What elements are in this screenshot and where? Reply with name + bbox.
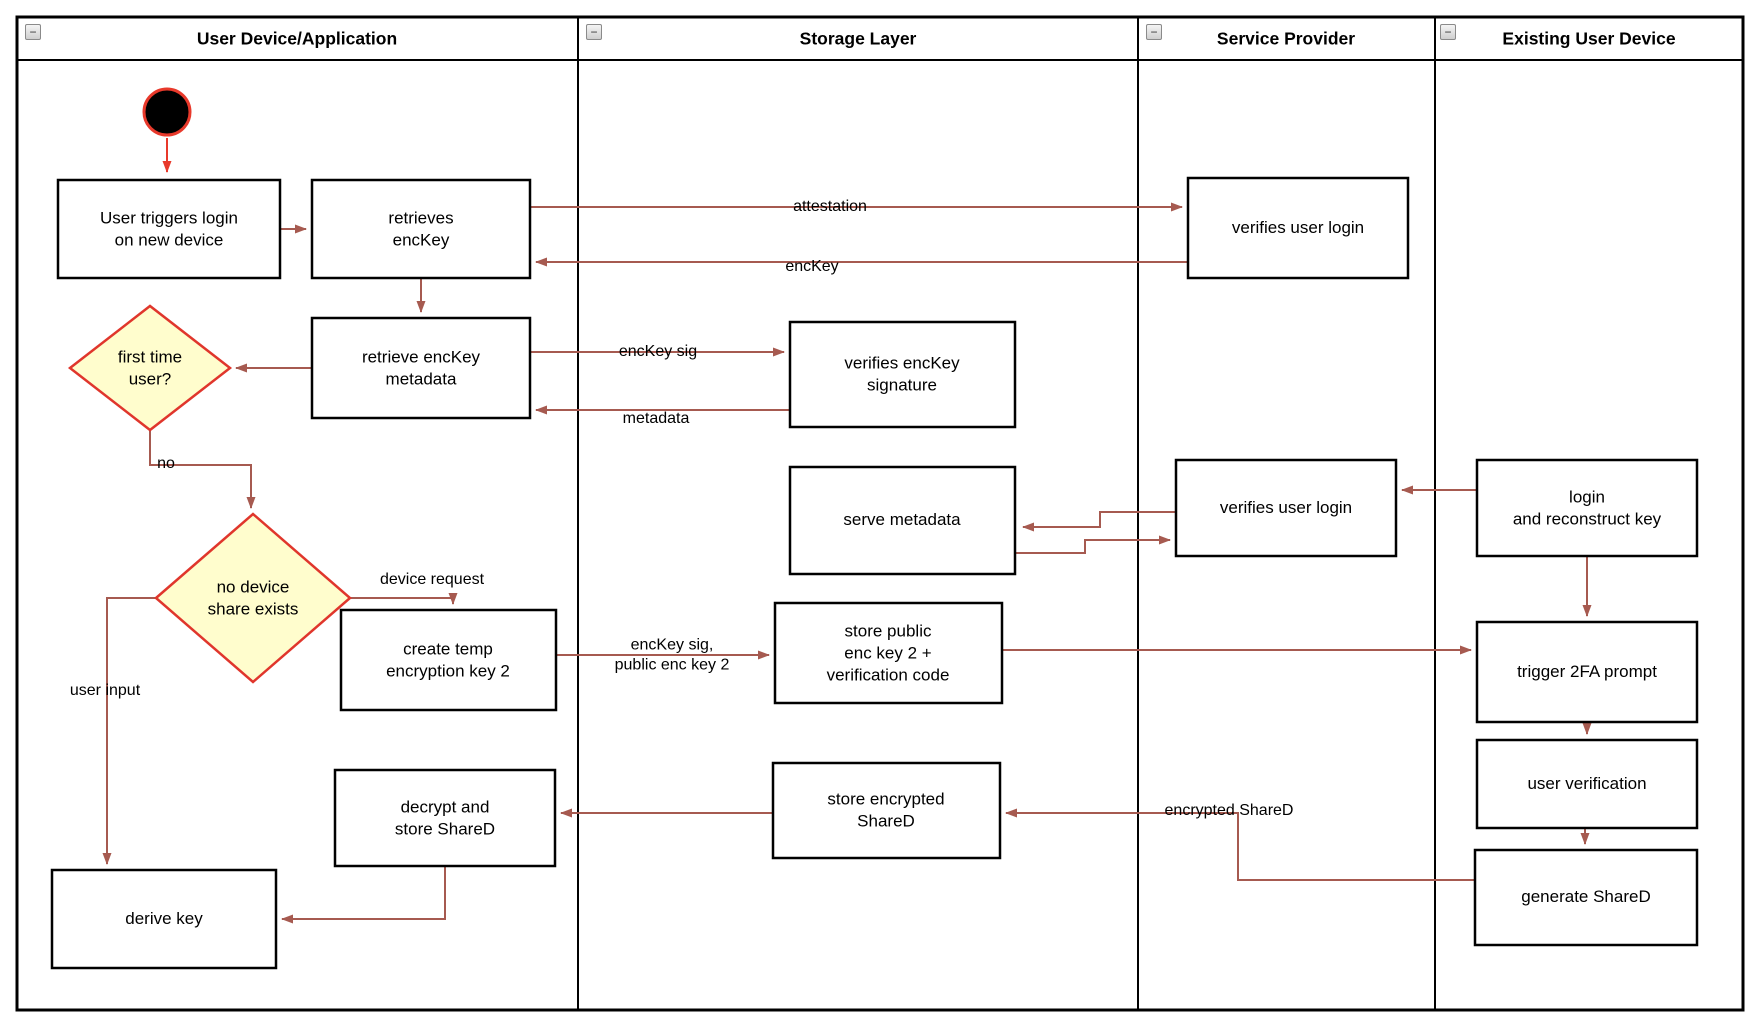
node-user-verification[interactable] [1475, 738, 1699, 830]
decision-no-device-share[interactable] [154, 512, 352, 684]
collapse-icon-storage-layer[interactable]: − [586, 24, 602, 40]
node-login-reconstruct-key[interactable] [1475, 458, 1699, 558]
start-node[interactable] [142, 87, 192, 137]
decision-first-time-user[interactable] [67, 304, 233, 432]
pool-border [15, 15, 1745, 1012]
lane-title-storage-layer: Storage Layer [799, 28, 917, 49]
node-trigger-2fa-prompt[interactable] [1475, 620, 1699, 724]
edge-user-input[interactable] [102, 597, 156, 865]
node-verifies-user-login-2[interactable] [1174, 458, 1398, 558]
edge-serve-to-verifies[interactable] [1015, 535, 1171, 554]
lane-title-user-device: User Device/Application [196, 28, 398, 49]
node-retrieves-enckey[interactable] [310, 178, 532, 280]
node-store-encrypted-shared[interactable] [771, 761, 1002, 860]
edge-verifies-to-serve[interactable] [1022, 511, 1176, 532]
node-serve-metadata[interactable] [788, 465, 1017, 576]
edge-device-request[interactable] [350, 593, 458, 605]
node-verifies-enckey-signature[interactable] [788, 320, 1017, 429]
node-user-triggers-login[interactable] [56, 178, 282, 280]
edge-encrypted-shared[interactable] [1005, 808, 1475, 881]
collapse-icon-user-device[interactable]: − [25, 24, 41, 40]
node-store-public-key[interactable] [773, 601, 1004, 705]
node-decrypt-store-shared[interactable] [333, 768, 557, 868]
lane-title-existing-device: Existing User Device [1502, 28, 1676, 49]
collapse-icon-service-provider[interactable]: − [1146, 24, 1162, 40]
edge-no-branch[interactable] [149, 430, 256, 509]
node-retrieve-enckey-metadata[interactable] [310, 316, 532, 420]
node-verifies-user-login-1[interactable] [1186, 176, 1410, 280]
node-generate-shared[interactable] [1473, 848, 1699, 947]
node-create-temp-key[interactable] [339, 608, 558, 712]
collapse-icon-existing-device[interactable]: − [1440, 24, 1456, 40]
node-derive-key[interactable] [50, 868, 278, 970]
lane-title-service-provider: Service Provider [1216, 28, 1356, 49]
edge-decrypt-to-derive[interactable] [281, 866, 446, 924]
